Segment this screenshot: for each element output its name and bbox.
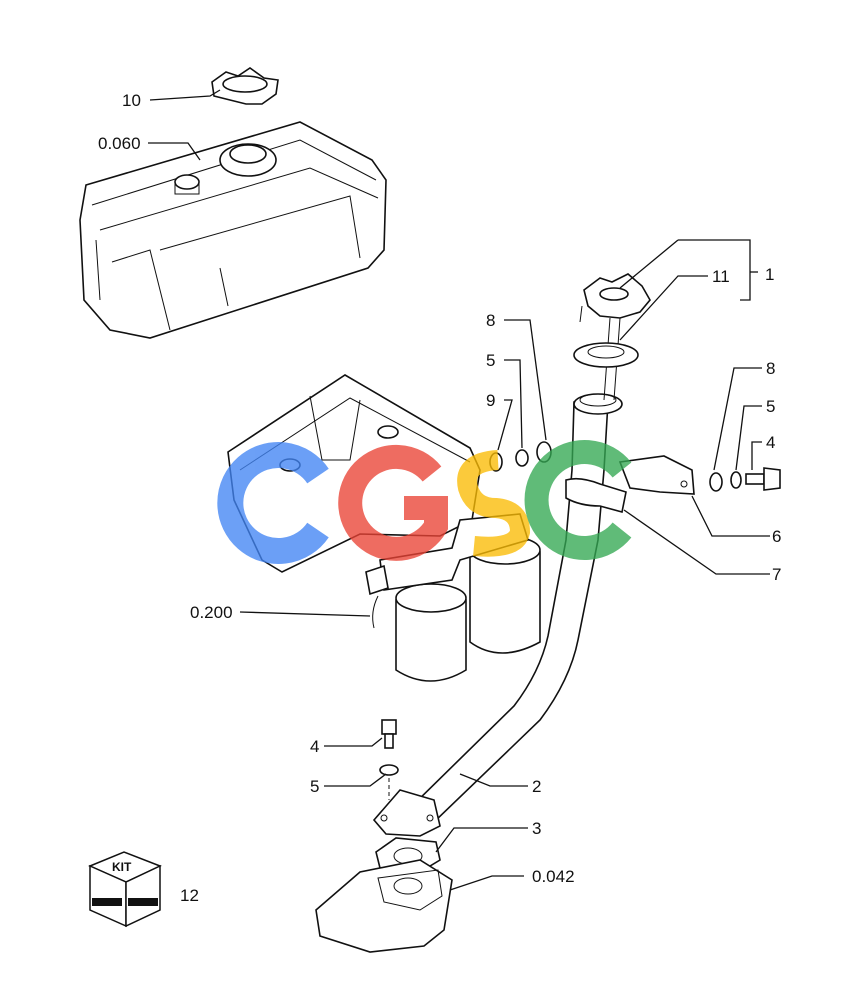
kit-box-icon: KIT (88, 851, 162, 928)
kit-badge: KIT (112, 860, 132, 874)
callout-0060: 0.060 (98, 134, 141, 153)
valve-cover (79, 121, 387, 339)
callout-4-lower: 4 (310, 737, 319, 756)
right-bolt-washers (709, 467, 781, 492)
callout-5-left: 5 (486, 351, 495, 370)
tube-clamp (565, 477, 627, 513)
callout-7: 7 (772, 565, 781, 584)
callout-2: 2 (532, 777, 541, 796)
lower-bolt (379, 719, 399, 800)
callout-1: 1 (765, 265, 774, 284)
callout-5-lower: 5 (310, 777, 319, 796)
callout-3: 3 (532, 819, 541, 838)
filler-cap-assembly (573, 273, 651, 401)
filler-cap-top (211, 67, 279, 105)
callout-8-left: 8 (486, 311, 495, 330)
engine-base-flange (315, 859, 453, 953)
support-bracket (618, 455, 695, 495)
callout-0200: 0.200 (190, 603, 233, 622)
callout-4-right: 4 (766, 433, 775, 452)
callout-labels: 10 0.060 1 11 8 5 9 8 5 4 6 7 0.200 4 5 … (98, 91, 781, 905)
callout-11: 11 (712, 267, 730, 286)
callout-9: 9 (486, 391, 495, 410)
callout-12: 12 (180, 886, 199, 905)
leader-lines (148, 89, 770, 891)
callout-5-right: 5 (766, 397, 775, 416)
callout-10: 10 (122, 91, 141, 110)
watermark-logo (217, 440, 632, 564)
callout-8-right: 8 (766, 359, 775, 378)
callout-0042: 0.042 (532, 867, 575, 886)
callout-6: 6 (772, 527, 781, 546)
